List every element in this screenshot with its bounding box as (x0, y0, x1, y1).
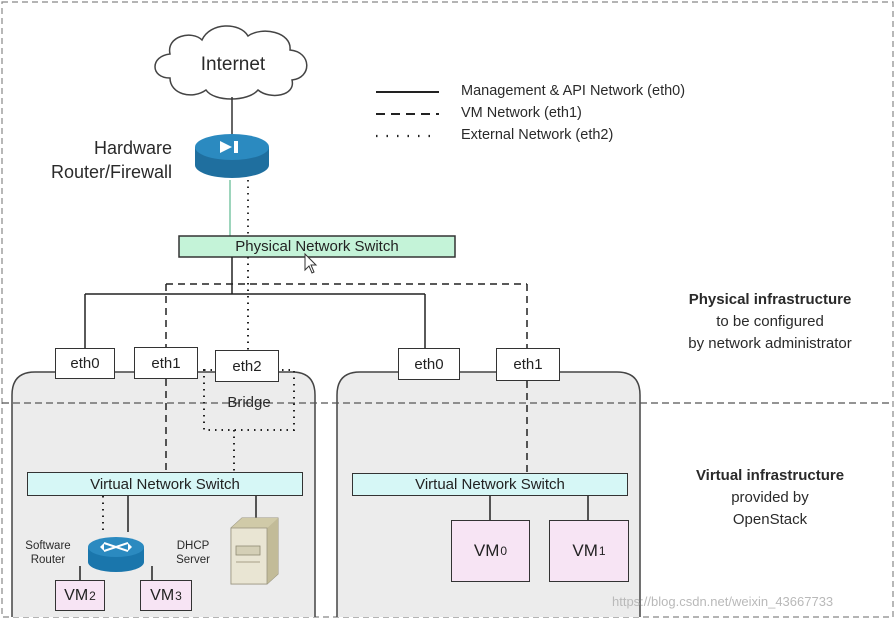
legend-external: External Network (eth2) (461, 127, 614, 143)
dhcp-server-label: DHCP Server (168, 539, 218, 567)
right-node-links (489, 496, 589, 520)
software-router-icon (88, 537, 144, 572)
management-network-lines (84, 257, 426, 349)
vm-2-name: VM (64, 586, 89, 604)
router-label-line-2: Router/Firewall (50, 162, 172, 182)
physical-infra-title: Physical infrastructure (688, 291, 852, 308)
mouse-cursor-icon (304, 252, 318, 274)
virtual-infra-line-1: provided by (731, 489, 809, 506)
legend-management: Management & API Network (eth0) (461, 83, 686, 99)
right-port-eth0: eth0 (398, 348, 460, 380)
software-router-line-2: Router (30, 554, 66, 566)
internet-label: Internet (200, 54, 266, 75)
vm-0-subscript: 0 (500, 544, 508, 558)
watermark-text: https://blog.csdn.net/weixin_43667733 (612, 594, 834, 609)
left-virtual-switch: Virtual Network Switch (27, 472, 303, 496)
legend-vm-network: VM Network (eth1) (461, 105, 582, 121)
left-port-eth0: eth0 (55, 348, 115, 379)
vm-network-lines (165, 283, 528, 473)
dhcp-line-1: DHCP (176, 540, 210, 552)
virtual-infra-text: Virtual infrastructure provided by OpenS… (650, 465, 890, 531)
bridge-label: Bridge (227, 394, 271, 411)
hardware-router-label: Hardware Router/Firewall (20, 136, 172, 184)
software-router-label: Software Router (18, 539, 78, 567)
left-port-eth2: eth2 (215, 350, 279, 382)
vm-3-subscript: 3 (175, 588, 182, 603)
physical-switch-label: Physical Network Switch (235, 238, 399, 255)
vm-0-name: VM (473, 541, 500, 560)
vm-1-name: VM (572, 541, 598, 560)
router-label-line-1: Hardware (93, 138, 172, 158)
vm-2-subscript: 2 (89, 588, 96, 603)
physical-infra-line-1: to be configured (716, 313, 824, 330)
virtual-infra-title: Virtual infrastructure (695, 467, 845, 484)
physical-infra-line-2: by network administrator (688, 335, 852, 352)
left-port-eth1: eth1 (134, 347, 198, 379)
dhcp-server-icon (230, 517, 279, 585)
software-router-line-1: Software (25, 540, 71, 552)
vm-3-name: VM (150, 586, 175, 604)
physical-switch-box (178, 235, 456, 258)
right-port-eth1: eth1 (496, 348, 560, 381)
right-virtual-switch: Virtual Network Switch (352, 473, 628, 496)
physical-infra-text: Physical infrastructure to be configured… (650, 289, 890, 355)
left-node-links (79, 496, 257, 580)
vm-1-subscript: 1 (598, 544, 606, 558)
hardware-router-icon (195, 134, 269, 178)
virtual-infra-line-2: OpenStack (732, 511, 808, 528)
internet-cloud-icon (154, 25, 308, 100)
dhcp-line-2: Server (176, 554, 210, 566)
external-network-lines (102, 257, 295, 532)
